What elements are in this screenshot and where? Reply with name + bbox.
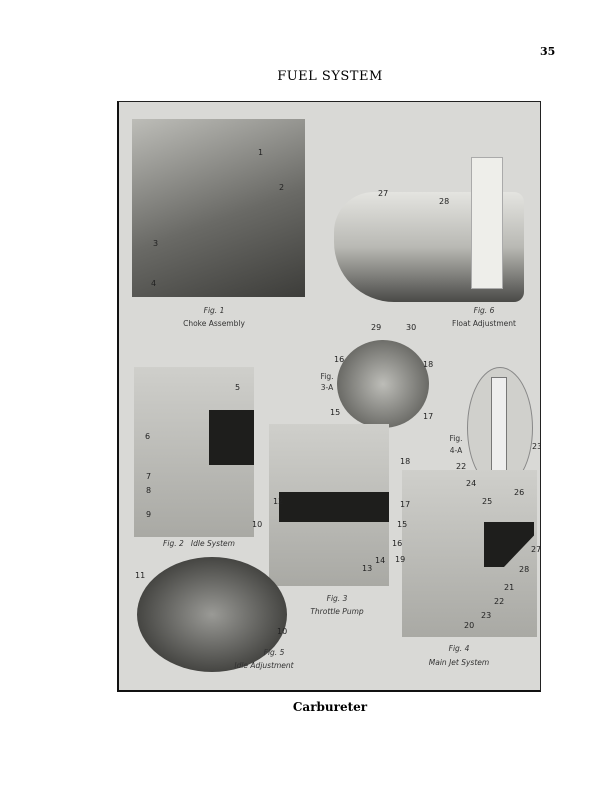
plate-caption: Carbureter [292,700,368,714]
callout: 26 [514,488,525,497]
gauge-tool [491,377,507,474]
callout: 15 [397,520,408,529]
callout: 5 [235,383,241,392]
fig3a-number: Fig. [320,372,334,381]
callout: 10 [277,627,288,636]
carburetor-illustration-plate: Fig. 1 Choke Assembly Fig. 6 Float Adjus… [117,101,541,692]
callout: 21 [504,583,515,592]
fig1-title: Choke Assembly [183,319,245,328]
fig4a-sub: 4-A [449,446,463,455]
callout: 17 [423,412,434,421]
fig2-title: Idle System [190,539,235,548]
callout: 15 [330,408,341,417]
callout: 16 [392,539,403,548]
choke-assembly-photo [132,119,305,297]
fig2-caption: Fig. 2 Idle System [149,539,249,548]
fig3a-inset [337,340,429,428]
callout: 27 [531,545,541,554]
callout: 30 [406,323,417,332]
callout: 22 [456,462,467,471]
callout: 8 [146,486,152,495]
callout: 16 [334,355,345,364]
callout: 23 [532,442,540,451]
float-chamber [209,410,254,465]
callout: 2 [279,183,285,192]
callout: 4 [151,279,157,288]
callout: 9 [146,510,152,519]
fuel-level [279,492,389,522]
fig3-title: Throttle Pump [310,607,364,616]
fig2-number: Fig. 2 [163,539,184,548]
callout: 11 [135,571,146,580]
fig5-number: Fig. 5 [263,648,285,657]
ruler [471,157,503,289]
callout: 6 [145,432,151,441]
callout: 1 [258,148,264,157]
callout: 14 [375,556,386,565]
callout: 20 [464,621,475,630]
callout: 10 [252,520,263,529]
fig4a-number: Fig. [449,434,463,443]
callout: 28 [519,565,530,574]
callout: 23 [481,611,492,620]
callout: 3 [153,239,159,248]
callout: 18 [423,360,434,369]
callout: 25 [482,497,493,506]
callout: 24 [466,479,477,488]
fig1-number: Fig. 1 [203,306,225,315]
callout: 7 [146,472,152,481]
fig3a-sub: 3-A [320,383,334,392]
idle-adjustment-photo [137,557,287,672]
section-title: FUEL SYSTEM [277,69,383,84]
callout: 12 [273,497,284,506]
callout: 28 [439,197,450,206]
page-number: 35 [540,45,556,58]
callout: 29 [371,323,382,332]
callout: 22 [494,597,505,606]
callout: 13 [362,564,373,573]
fig4-number: Fig. 4 [448,644,470,653]
callout: 27 [378,189,389,198]
fig3-number: Fig. 3 [326,594,348,603]
fig6-title: Float Adjustment [452,319,516,328]
fig5-title: Idle Adjustment [234,661,294,670]
callout: 18 [400,457,411,466]
fig4-title: Main Jet System [428,658,490,667]
fig6-number: Fig. 6 [473,306,495,315]
callout: 19 [395,555,406,564]
callout: 17 [400,500,411,509]
